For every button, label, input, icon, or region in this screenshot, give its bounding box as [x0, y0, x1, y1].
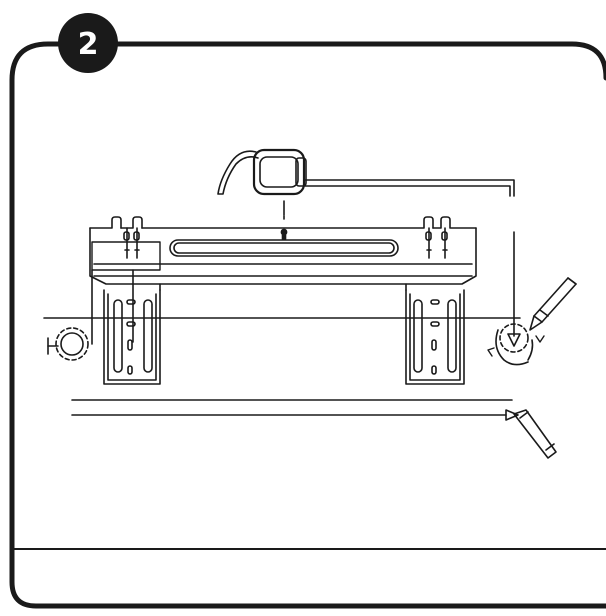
pencil-icon [513, 409, 557, 459]
mounting-rail [89, 215, 477, 291]
pencil-icon [529, 277, 577, 331]
step-number-badge: 2 [58, 13, 118, 73]
step-number: 2 [78, 27, 99, 62]
keyhole-icon [280, 228, 288, 240]
right-bracket [405, 289, 465, 385]
tape-measure-icon [217, 148, 515, 216]
rotate-arrows-icon [487, 231, 545, 366]
rotate-arrows-icon [47, 327, 89, 361]
left-bracket [91, 241, 161, 385]
drilling-guide-lines [71, 399, 519, 421]
step-frame [9, 41, 606, 609]
